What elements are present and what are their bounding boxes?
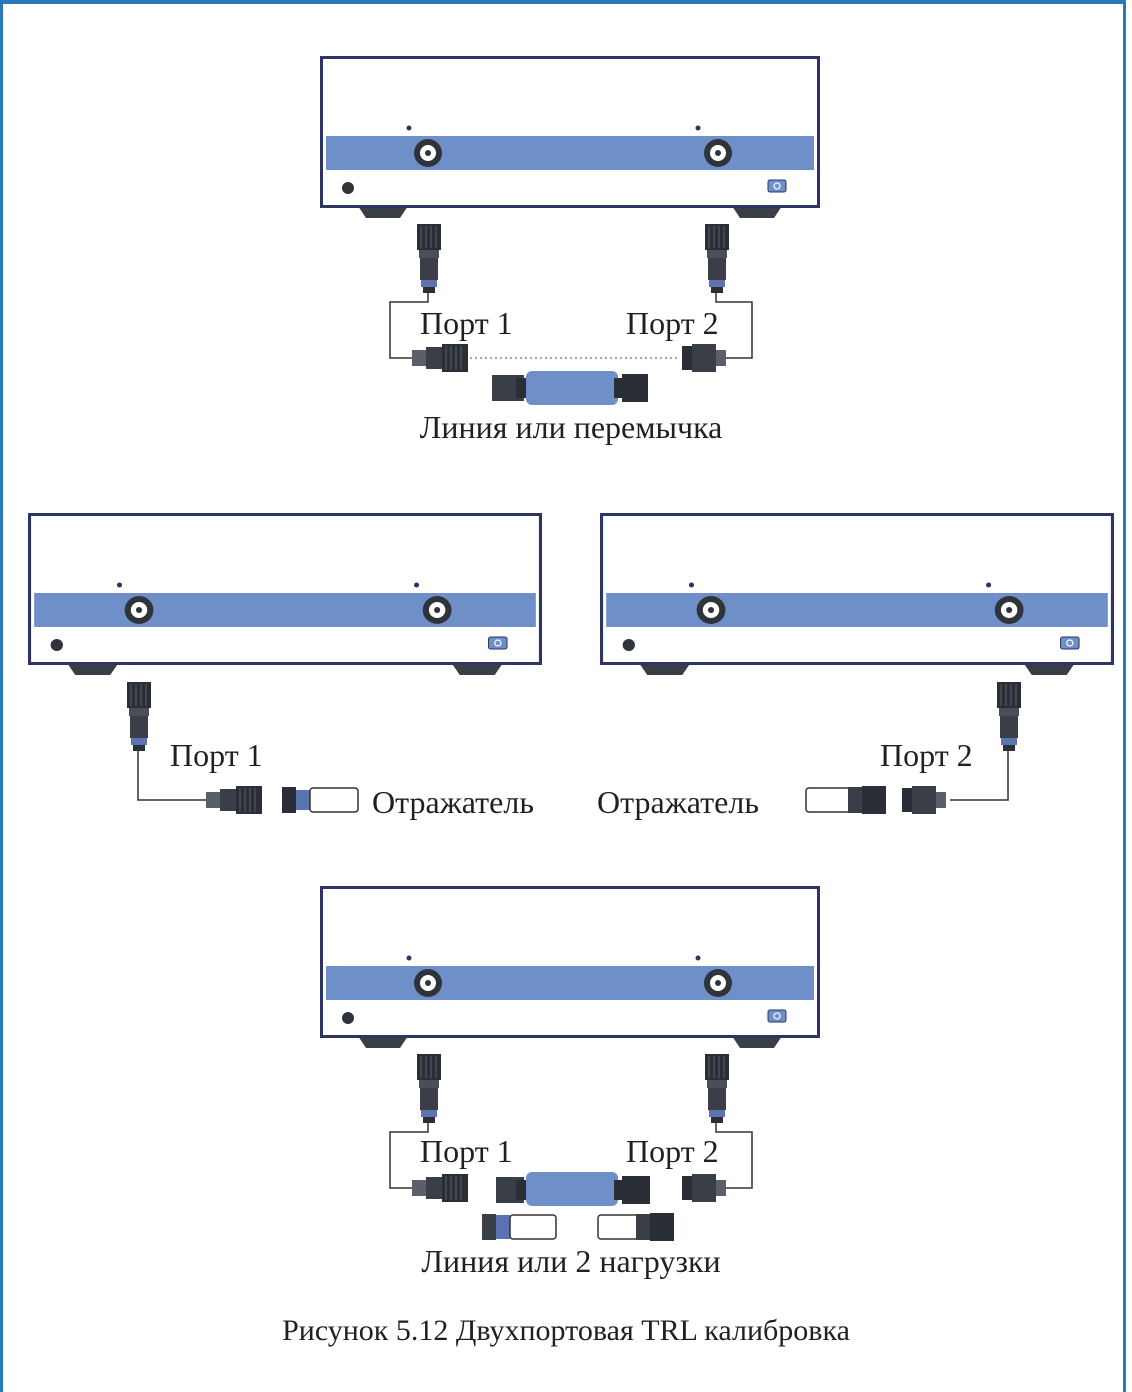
port1-end-connector-bottom: [411, 1173, 469, 1203]
cable-port1-reflect: [137, 751, 206, 801]
port1-connector-top: [416, 223, 442, 294]
figure-caption: Рисунок 5.12 Двухпортовая TRL калибровка: [282, 1314, 850, 1347]
label-port1-reflect: Порт 1: [170, 737, 263, 773]
port2-connector-reflect: [996, 681, 1022, 752]
cable-port1-bottom: [389, 1123, 429, 1189]
reflect-standard-left: [282, 787, 359, 813]
label-line-or-thru: Линия или перемычка: [420, 409, 723, 445]
label-port2-top: Порт 2: [626, 305, 719, 341]
cable-port2-reflect: [950, 751, 1009, 801]
label-port1-top: Порт 1: [420, 305, 513, 341]
label-reflect-right: Отражатель: [597, 784, 759, 820]
thru-line-standard: [492, 371, 648, 405]
port2-end-connector-top: [682, 344, 726, 372]
load-standard-right: [597, 1213, 674, 1241]
port1-end-connector-top: [411, 343, 469, 373]
cable-port2-bottom: [715, 1123, 753, 1189]
label-port1-bottom: Порт 1: [420, 1133, 513, 1169]
port1-connector-bottom: [416, 1053, 442, 1124]
device-right: [599, 512, 1115, 677]
device-top: [320, 56, 820, 220]
label-port2-bottom: Порт 2: [626, 1133, 719, 1169]
port1-connector-reflect: [126, 681, 152, 752]
line-standard-bottom: [496, 1172, 650, 1206]
reflect-standard-right: [805, 786, 886, 814]
port2-end-connector-bottom: [682, 1174, 726, 1202]
device-left: [27, 512, 543, 677]
cable-port2-top: [715, 293, 753, 359]
load-standard-left: [482, 1214, 557, 1240]
cable-port1-top: [389, 293, 429, 359]
label-reflect-left: Отражатель: [372, 784, 534, 820]
port2-connector-top: [704, 223, 730, 294]
device-bottom: [320, 886, 820, 1050]
port1-end-connector-reflect: [205, 785, 263, 815]
port2-end-connector-reflect: [902, 786, 946, 814]
label-port2-reflect: Порт 2: [880, 737, 973, 773]
label-line-or-loads: Линия или 2 нагрузки: [421, 1243, 720, 1279]
port2-connector-bottom: [704, 1053, 730, 1124]
